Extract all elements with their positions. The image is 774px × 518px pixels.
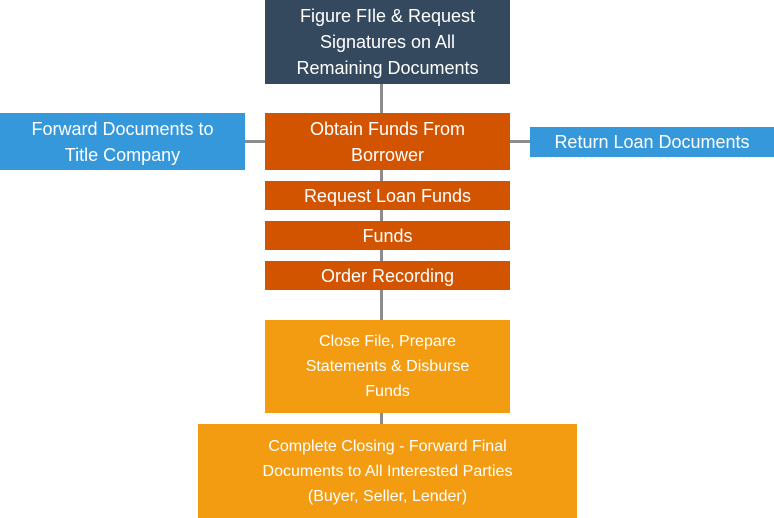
connector-right: [510, 140, 530, 143]
close-file-node: Close File, Prepare Statements & Disburs…: [265, 320, 510, 413]
complete-closing-node: Complete Closing - Forward Final Documen…: [198, 424, 577, 518]
figure-file-node: Figure FIle & Request Signatures on All …: [265, 0, 510, 84]
request-loan-funds-node: Request Loan Funds: [265, 181, 510, 210]
obtain-funds-node: Obtain Funds From Borrower: [265, 113, 510, 170]
connector-left: [245, 140, 265, 143]
order-recording-node: Order Recording: [265, 261, 510, 290]
funds-node: Funds: [265, 221, 510, 250]
connector-vertical-main: [380, 84, 383, 428]
return-loan-documents-node: Return Loan Documents: [530, 127, 774, 157]
forward-documents-node: Forward Documents to Title Company: [0, 113, 245, 170]
